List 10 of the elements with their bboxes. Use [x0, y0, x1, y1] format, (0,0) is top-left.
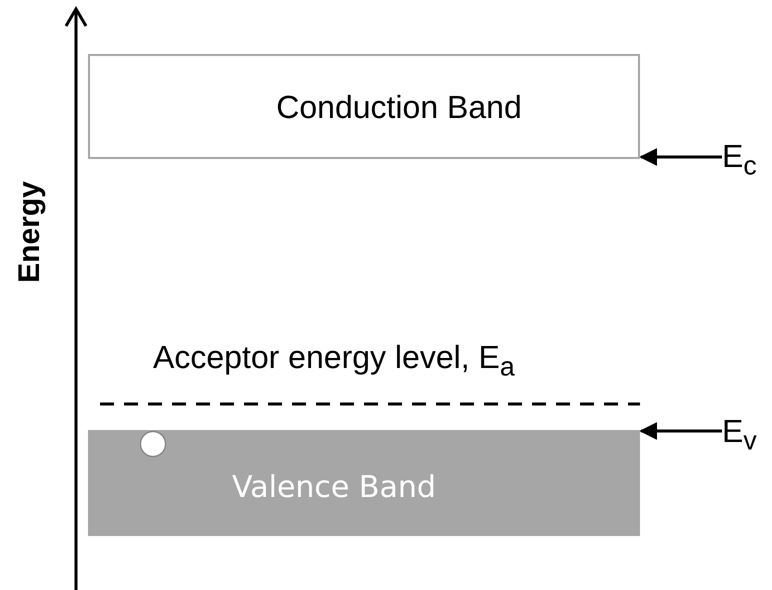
valence-band-box — [88, 430, 640, 536]
arrow — [639, 148, 722, 166]
band-label: Conduction Band — [276, 90, 522, 122]
arrow — [639, 422, 722, 440]
axis-label: Energy — [14, 181, 45, 283]
band-label: Valence Band — [232, 473, 436, 503]
energy-level-label: E$_{c}$ — [722, 140, 757, 180]
conduction-band-box — [88, 54, 640, 159]
energy-level-label: E$_{v}$ — [722, 415, 757, 455]
energy-level-label: Acceptor energy level, E$_{a}$ — [153, 341, 515, 380]
